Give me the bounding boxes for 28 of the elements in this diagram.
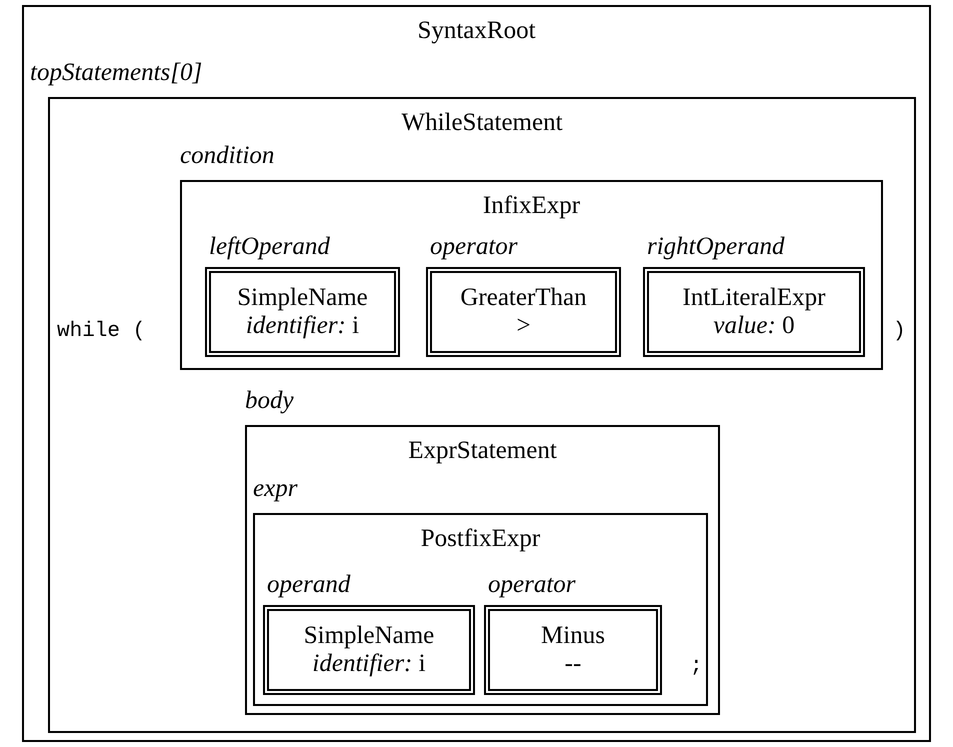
field-label: expr [253, 475, 298, 503]
field-label: body [245, 387, 294, 415]
code-token: while ( [57, 320, 146, 343]
property-value: value: 0 [713, 312, 795, 340]
node-title: SimpleName [237, 284, 368, 312]
property-value: identifier: i [246, 312, 360, 340]
property-value: -- [564, 650, 582, 678]
node-title: InfixExpr [482, 192, 582, 220]
node-title: IntLiteralExpr [682, 284, 826, 312]
field-label: topStatements[0] [30, 59, 202, 87]
property-value: identifier: i [312, 650, 426, 678]
field-label: condition [180, 142, 274, 170]
node-title: SyntaxRoot [416, 17, 537, 45]
node-title: PostfixExpr [420, 525, 542, 553]
node-title: Minus [541, 622, 605, 650]
code-token: ) [893, 320, 906, 343]
field-label: leftOperand [209, 233, 330, 261]
property-value: > [516, 312, 531, 340]
field-label: operator [488, 571, 576, 599]
node-title: WhileStatement [400, 109, 564, 137]
field-label: operand [267, 571, 350, 599]
field-label: operator [430, 233, 518, 261]
node-title: SimpleName [304, 622, 434, 650]
node-title: GreaterThan [460, 284, 587, 312]
code-token: ; [690, 655, 703, 678]
syntax-node-box [22, 5, 931, 742]
field-label: rightOperand [647, 233, 784, 261]
node-title: ExprStatement [407, 437, 558, 465]
